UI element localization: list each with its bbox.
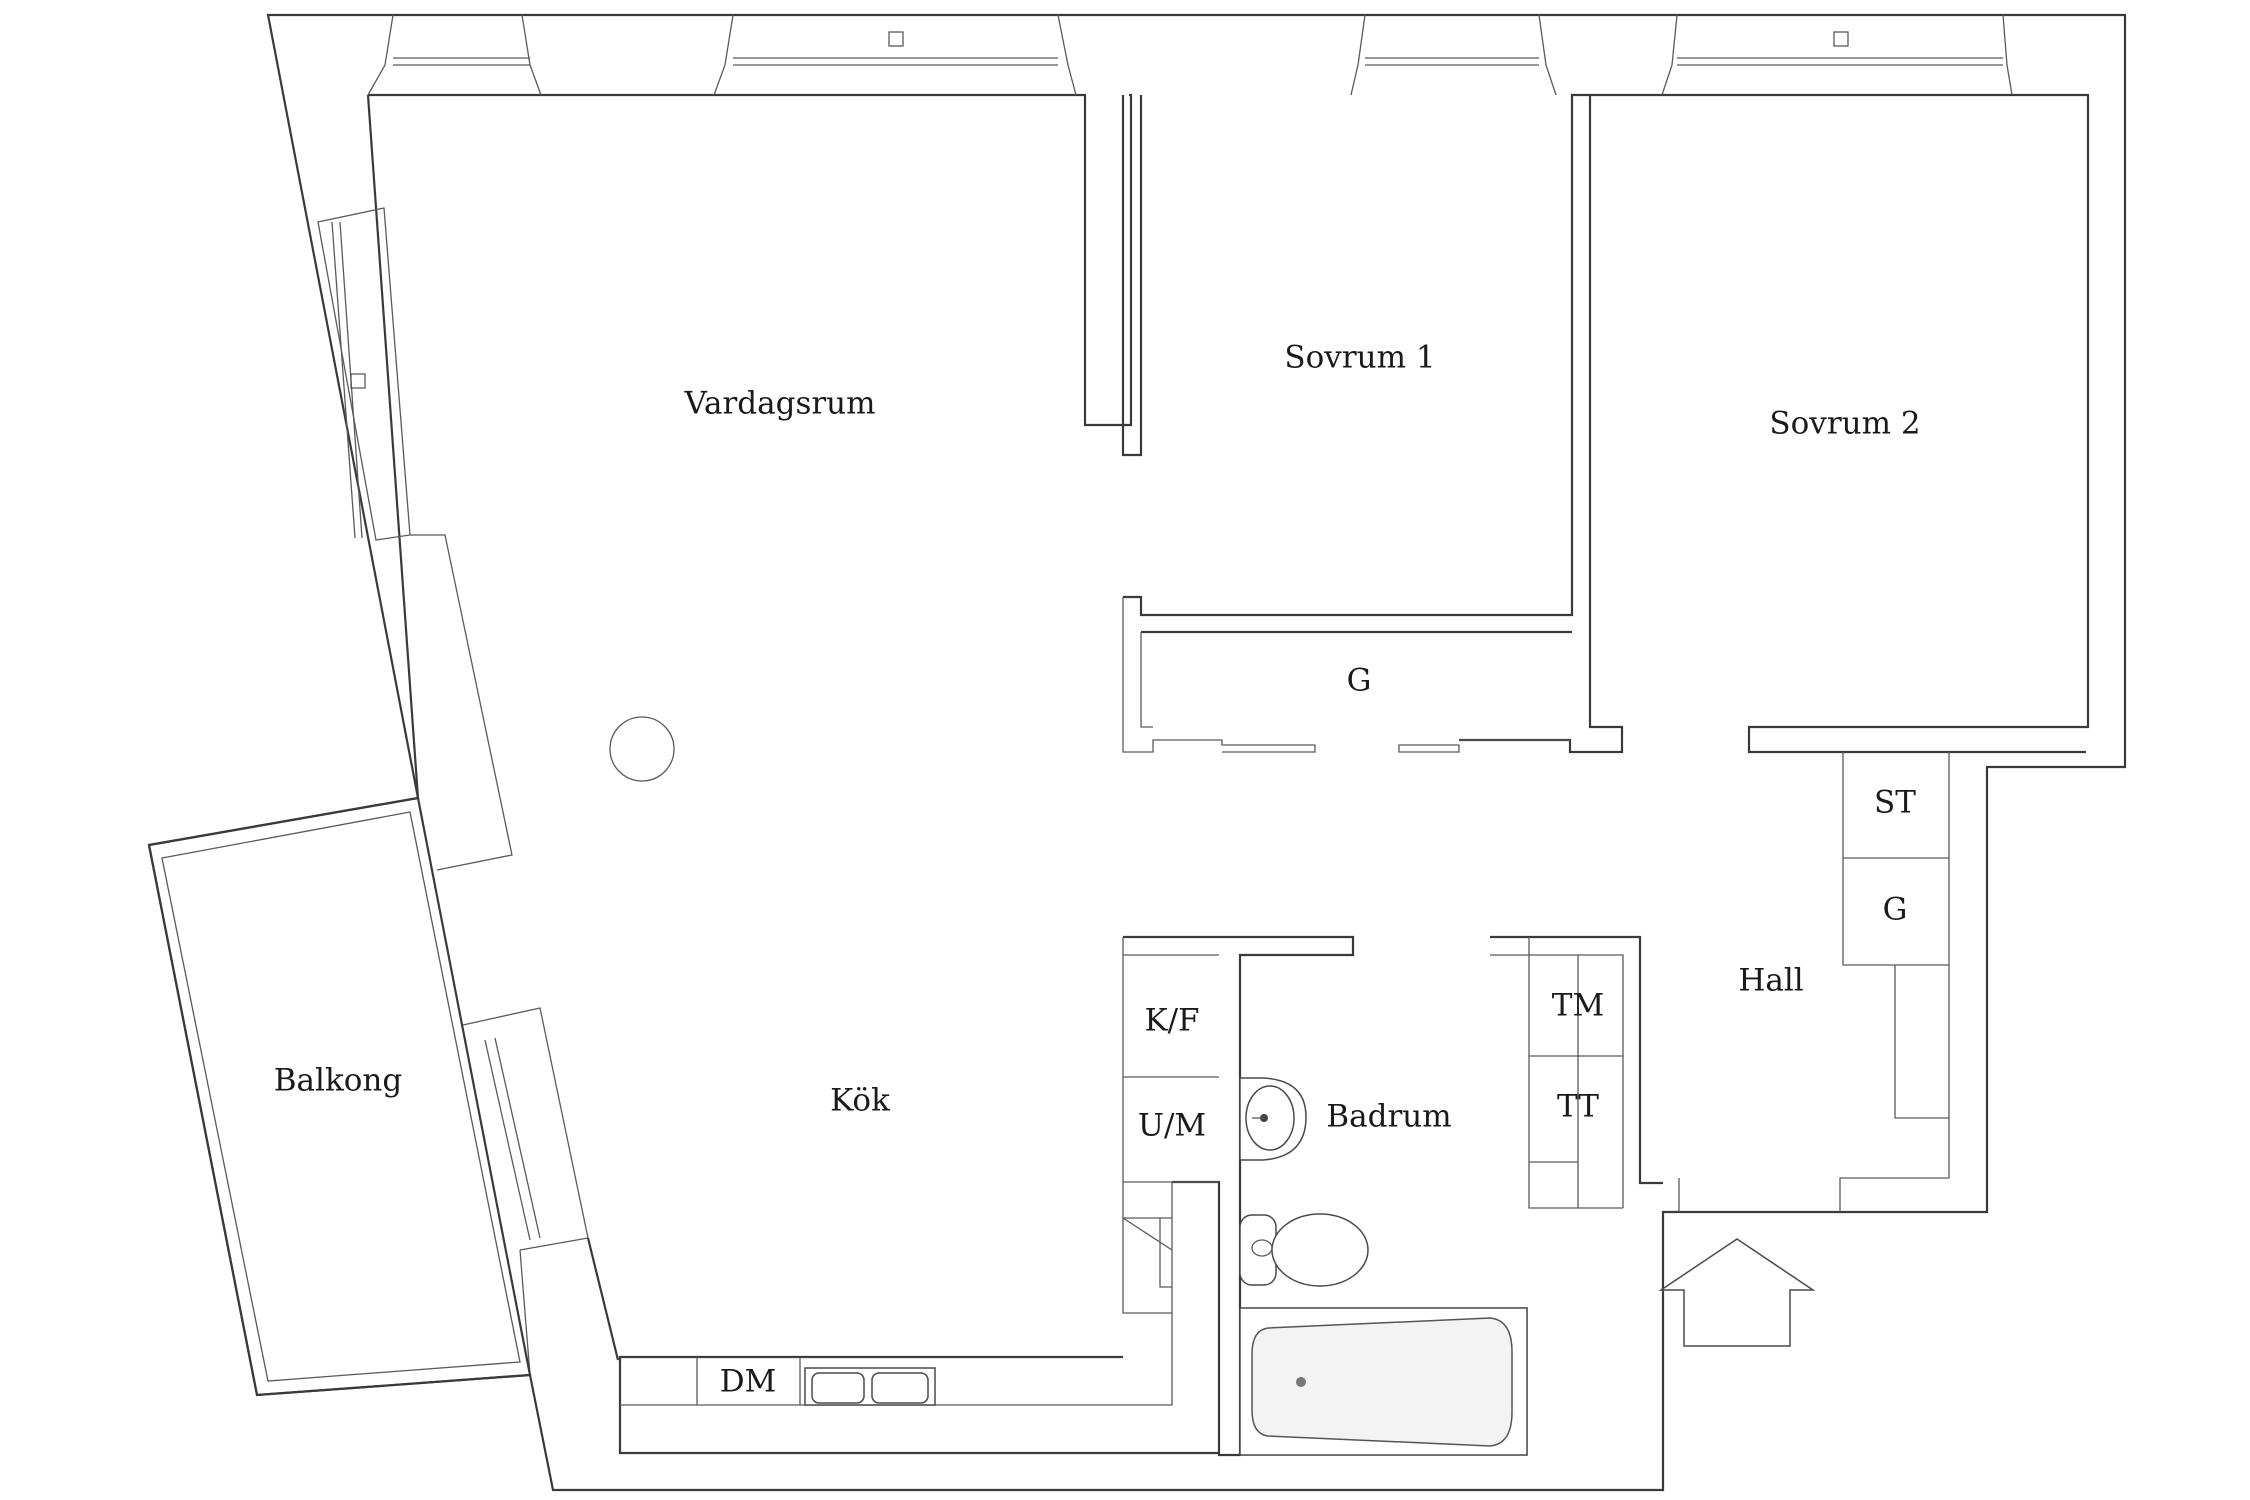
entrance-arrow-icon — [1658, 1238, 1816, 1347]
interior-walls — [618, 93, 2090, 1457]
balcony — [147, 796, 532, 1397]
living-room-west-wall — [317, 94, 620, 1376]
room-label-balcony: Balkong — [274, 1063, 402, 1099]
appliance-label-washer: TM — [1552, 988, 1604, 1024]
bathtub-icon — [1239, 1307, 1528, 1456]
column-icon — [609, 716, 675, 782]
appliance-label-oven: U/M — [1138, 1108, 1206, 1144]
storage-label: ST — [1874, 785, 1916, 821]
closet-label-bedroom-1: G — [1347, 663, 1372, 699]
sink-icon — [1239, 1077, 1307, 1161]
room-label-bathroom: Badrum — [1326, 1099, 1451, 1135]
appliance-label-dryer: TT — [1557, 1089, 1599, 1125]
top-windows — [367, 14, 2013, 96]
closet-label-hall: G — [1883, 892, 1908, 928]
appliance-label-dishwasher: DM — [720, 1364, 777, 1400]
room-label-living-room: Vardagsrum — [683, 386, 875, 422]
room-label-hall: Hall — [1738, 963, 1803, 999]
room-label-bedroom-2: Sovrum 2 — [1769, 406, 1920, 442]
room-label-bedroom-1: Sovrum 1 — [1284, 340, 1435, 376]
appliance-label-fridge: K/F — [1144, 1003, 1199, 1039]
toilet-icon — [1239, 1213, 1369, 1287]
kitchen-sink-icon — [804, 1367, 936, 1406]
room-label-kitchen: Kök — [830, 1083, 890, 1119]
